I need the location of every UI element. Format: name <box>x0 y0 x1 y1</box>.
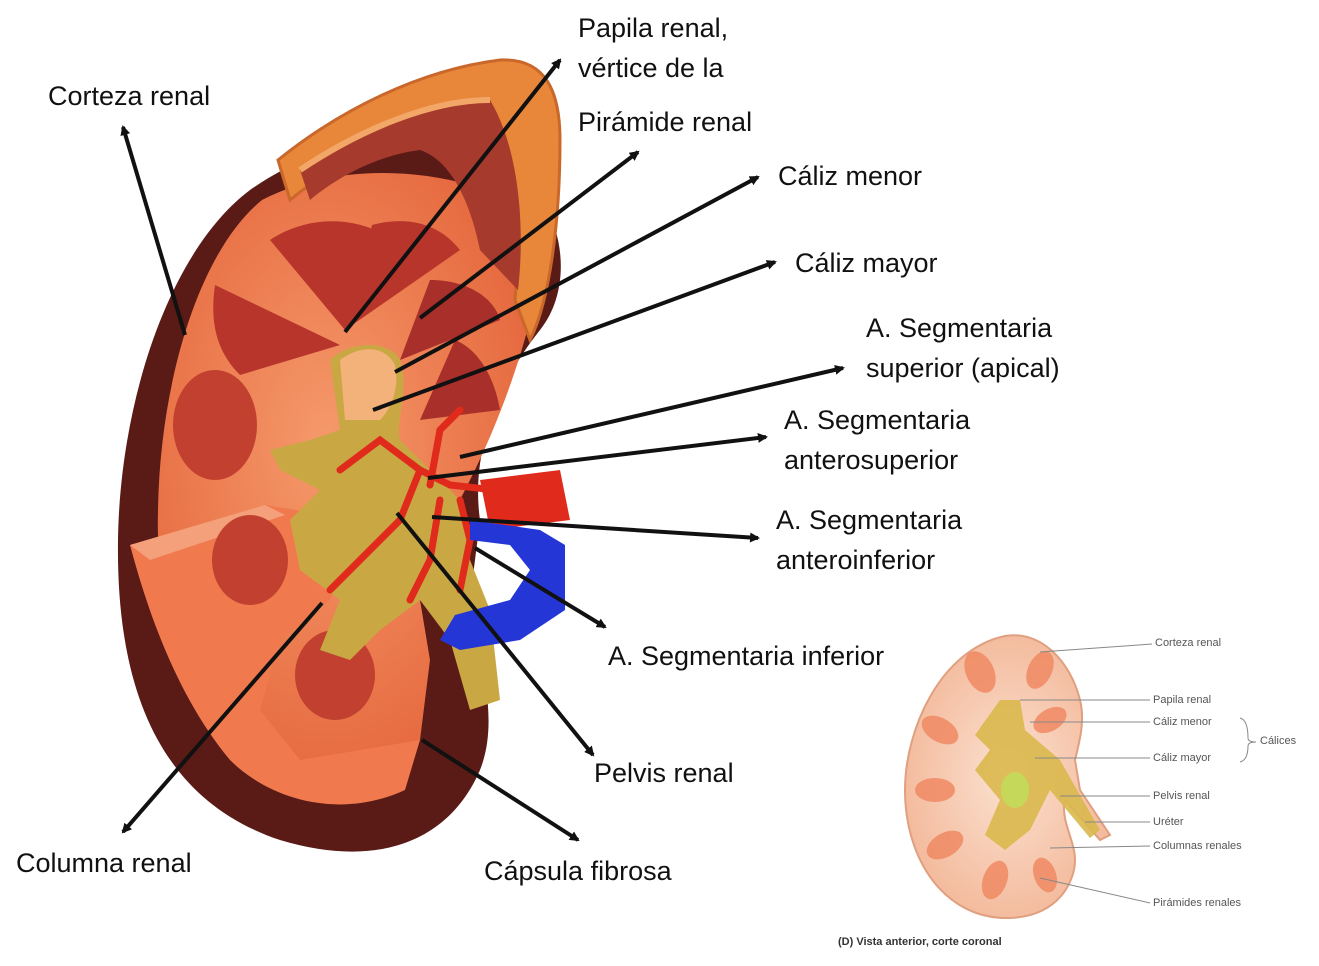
label-corteza-renal: Corteza renal <box>48 76 210 116</box>
inset-label-caliz-mayor: Cáliz mayor <box>1153 752 1211 765</box>
label-capsula-text: Cápsula fibrosa <box>484 851 672 891</box>
label-piramide-renal: Pirámide renal <box>578 102 752 142</box>
label-pelvis-renal: Pelvis renal <box>594 753 734 793</box>
inset-label-piramides: Pirámides renales <box>1153 897 1241 910</box>
label-seg-anteroinferior: A. Segmentaria anteroinferior <box>776 500 962 580</box>
label-columna-text: Columna renal <box>16 843 192 883</box>
label-seg-antsup-line2: anterosuperior <box>784 440 970 480</box>
inset-kidney <box>905 635 1256 918</box>
label-seg-anterosuperior: A. Segmentaria anterosuperior <box>784 400 970 480</box>
label-seg-inferior: A. Segmentaria inferior <box>608 636 884 676</box>
label-seg-inferior-text: A. Segmentaria inferior <box>608 636 884 676</box>
label-papila-renal: Papila renal, vértice de la <box>578 8 728 88</box>
label-seg-antsup-line1: A. Segmentaria <box>784 400 970 440</box>
label-piramide-text: Pirámide renal <box>578 102 752 142</box>
inset-label-papila: Papila renal <box>1153 694 1211 707</box>
inset-label-pelvis: Pelvis renal <box>1153 790 1210 803</box>
inset-label-corteza: Corteza renal <box>1155 637 1221 650</box>
inset-label-caliz-menor: Cáliz menor <box>1153 716 1212 729</box>
renal-pyramid-round <box>173 370 257 480</box>
label-seg-superior-line1: A. Segmentaria <box>866 308 1060 348</box>
inset-label-calices: Cálices <box>1260 735 1296 748</box>
label-caliz-menor-text: Cáliz menor <box>778 156 922 196</box>
label-corteza-text: Corteza renal <box>48 76 210 116</box>
kidney-model <box>118 60 570 852</box>
inset-caption: (D) Vista anterior, corte coronal <box>838 936 1002 949</box>
arrow-corteza <box>123 127 185 335</box>
label-columna-renal: Columna renal <box>16 843 192 883</box>
inset-label-ureter: Uréter <box>1153 816 1184 829</box>
label-seg-superior-line2: superior (apical) <box>866 348 1060 388</box>
label-pelvis-text: Pelvis renal <box>594 753 734 793</box>
label-caliz-mayor: Cáliz mayor <box>795 243 938 283</box>
label-papila-line1: Papila renal, <box>578 8 728 48</box>
label-seg-antinf-line2: anteroinferior <box>776 540 962 580</box>
label-seg-superior: A. Segmentaria superior (apical) <box>866 308 1060 388</box>
label-papila-line2: vértice de la <box>578 48 728 88</box>
label-caliz-mayor-text: Cáliz mayor <box>795 243 938 283</box>
label-caliz-menor: Cáliz menor <box>778 156 922 196</box>
label-seg-antinf-line1: A. Segmentaria <box>776 500 962 540</box>
label-capsula-fibrosa: Cápsula fibrosa <box>484 851 672 891</box>
inset-label-columnas: Columnas renales <box>1153 840 1242 853</box>
